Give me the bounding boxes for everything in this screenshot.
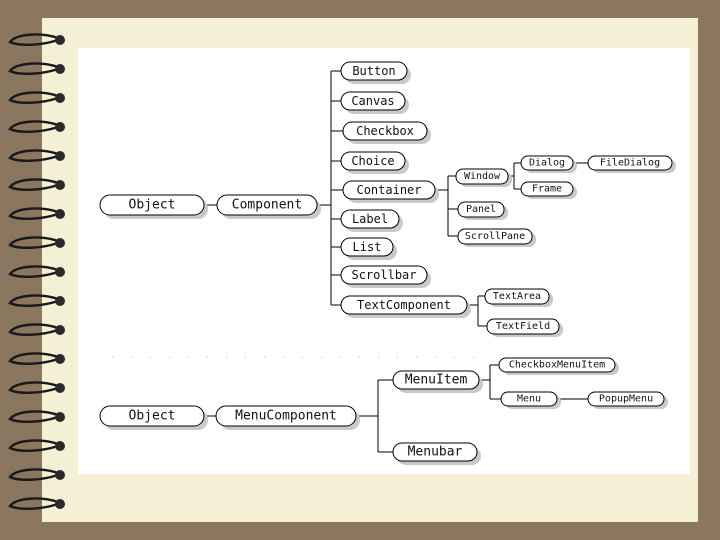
node-checkbox: Checkbox [343,122,431,144]
node-component: Component [217,195,321,219]
node-label: Label [352,212,388,226]
node-label: Panel [466,204,496,215]
node-textfield: TextField [487,319,563,337]
node-label: Menu [517,394,541,405]
node-checkboxmenuitem: CheckboxMenuItem [499,358,619,375]
node-label: MenuComponent [235,409,337,424]
node-label: TextField [496,321,550,332]
node-label: Button [352,64,395,78]
node-label: Dialog [529,158,565,169]
node-popupmenu: PopupMenu [588,392,668,409]
node-filedialog: FileDialog [588,156,676,173]
node-menu: Menu [501,392,561,409]
node-frame: Frame [521,182,577,199]
node-label: Container [356,183,421,197]
node-label: MenuItem [405,373,468,388]
node-dialog: Dialog [521,156,577,173]
node-label: Object [129,198,176,213]
node-label: TextArea [493,291,541,302]
node-label: Frame [532,184,562,195]
node-list: List [341,238,397,260]
node-menucomponent: MenuComponent [216,406,360,430]
node-choice: Choice [341,152,409,174]
node-label: Canvas [351,94,394,108]
node-label: Choice [351,154,394,168]
node-menuitem: MenuItem [393,371,483,393]
node-panel: Panel [458,202,508,220]
node-label: TextComponent [357,298,451,312]
node-label: PopupMenu [599,394,653,405]
node-label: Component [232,198,302,213]
node-label: Object [129,409,176,424]
node-window: Window [456,169,512,187]
node-label: Checkbox [356,124,414,138]
node-object-top: Object [100,195,208,219]
node-label: FileDialog [600,158,660,169]
node-label: List [353,240,382,254]
node-label: Scrollbar [351,268,416,282]
node-label: CheckboxMenuItem [509,360,605,371]
node-container: Container [343,181,439,203]
node-scrollbar: Scrollbar [341,266,431,288]
node-label: Menubar [408,445,463,460]
node-button: Button [341,62,411,84]
node-label: ScrollPane [465,231,525,242]
node-canvas: Canvas [341,92,409,114]
node-textarea: TextArea [485,289,553,307]
node-label-class: Label [341,210,403,232]
node-object-bottom: Object [100,406,208,430]
node-label: Window [464,171,501,182]
node-textcomponent: TextComponent [341,296,471,318]
node-menubar: Menubar [393,443,481,465]
node-scrollpane: ScrollPane [458,229,536,247]
